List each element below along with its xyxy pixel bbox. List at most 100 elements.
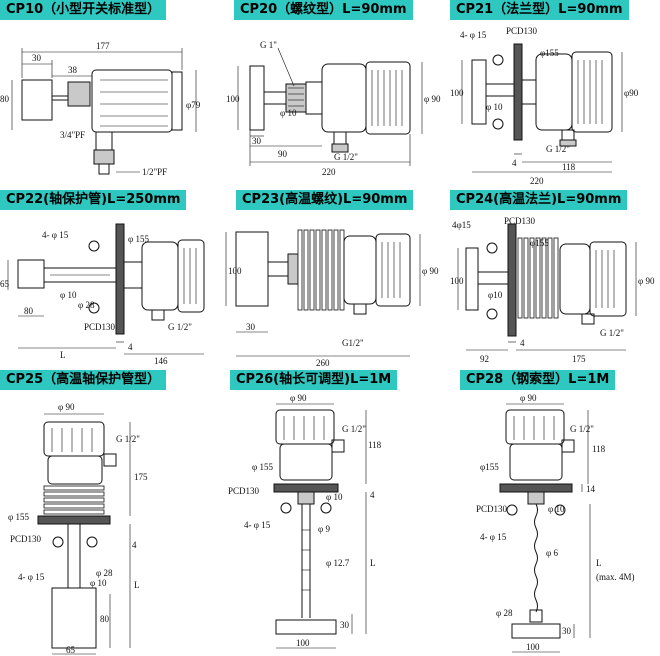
dim-118: 118	[368, 440, 382, 450]
dim-phi10: φ 10	[280, 108, 297, 118]
panel-title: CP20（螺纹型）L=90mm	[234, 0, 413, 20]
dim-phi10: φ 10	[90, 578, 107, 588]
dim-118: 118	[592, 444, 606, 454]
panel-title: CP10（小型开关标准型）	[0, 0, 167, 20]
flange	[37, 515, 111, 525]
dim-max: (max. 4M)	[596, 572, 635, 582]
dim-175: 175	[134, 472, 148, 482]
cp21-drawing: 4- φ 15 PCD130 φ155 100 φ 10 φ90 G 1/2" …	[450, 26, 639, 186]
dim-phi90: φ 90	[424, 94, 441, 104]
dim-phi155: φ155	[540, 48, 559, 58]
cp22-drawing: 4- φ 15 φ 155 65 φ 10 φ 28 80 PCD130 G 1…	[0, 223, 205, 366]
dim-g12: G 1/2"	[546, 144, 570, 154]
dim-phi10: φ 10	[486, 102, 503, 112]
dim-g1: G 1"	[260, 40, 277, 50]
cp24-drawing: 4φ15 PCD130 φ155 100 φ10 φ 90 G 1/2" 92 …	[450, 216, 655, 364]
cp10-drawing: 177 30 38 80 φ79 3/4"PF 1/2"PF	[0, 41, 201, 177]
housing	[321, 63, 367, 133]
panel-cp25: CP25（高温轴保护管型） φ 90 G 1/2" 175 φ 155 PCD1…	[0, 370, 220, 656]
dim-pcd: PCD130	[504, 216, 536, 226]
dim-hole: 4- φ 15	[18, 572, 45, 582]
dim-92: 92	[480, 354, 489, 364]
dim-phi90: φ 90	[520, 393, 537, 403]
dim-34pf: 3/4"PF	[60, 130, 85, 140]
protection-tube	[67, 523, 81, 589]
dim-30: 30	[246, 322, 256, 332]
dim-phi155: φ155	[480, 462, 499, 472]
dim-146: 146	[154, 356, 168, 366]
dim-4: 4	[132, 540, 137, 550]
dim-phi90: φ 90	[422, 266, 439, 276]
flange	[507, 223, 517, 337]
dim-phi12-7: φ 12.7	[326, 558, 350, 568]
dim-100: 100	[526, 642, 540, 652]
panel-cp26: CP26(轴长可调型)L=1M φ 90 G 1/2" 118 φ 155 PC…	[226, 370, 448, 656]
dim-hole: 4- φ 15	[460, 30, 487, 40]
housing	[141, 241, 179, 311]
housing-top	[275, 409, 335, 445]
dim-g12: G 1/2"	[342, 424, 366, 434]
dim-phi90: φ 90	[290, 393, 307, 403]
dim-phi79: φ79	[186, 100, 201, 110]
panel-cp24: CP24(高温法兰)L=90mm 4φ15 PCD130 φ155 100 φ1…	[450, 190, 660, 370]
paddle	[511, 623, 561, 639]
dim-90: 90	[278, 149, 288, 159]
dim-phi90: φ90	[624, 88, 639, 98]
cp25-drawing: φ 90 G 1/2" 175 φ 155 PCD130 4 4- φ 15 φ…	[8, 402, 148, 655]
dim-phi90: φ 90	[638, 276, 655, 286]
panel-cp20: CP20（螺纹型）L=90mm G 1" φ 10 100 φ 90 30 90…	[226, 0, 448, 190]
panel-title: CP21（法兰型）L=90mm	[450, 0, 629, 20]
dim-L: L	[596, 558, 602, 568]
cp26-drawing: φ 90 G 1/2" 118 φ 155 PCD130 4 φ 10 4- φ…	[228, 393, 382, 649]
dim-12pf: 1/2"PF	[142, 167, 167, 177]
dim-100: 100	[296, 638, 310, 648]
paddle	[17, 259, 45, 289]
panel-cp10: CP10（小型开关标准型） 177 30 38 80 φ79 3/	[0, 0, 220, 190]
paddle	[471, 59, 487, 125]
dim-phi155: φ 155	[8, 512, 29, 522]
dim-phi10: φ 10	[548, 504, 565, 514]
dim-L: L	[134, 580, 140, 590]
dim-30: 30	[252, 136, 262, 146]
housing	[47, 455, 103, 485]
dim-260: 260	[316, 358, 330, 368]
paddle	[21, 79, 53, 121]
dim-hole: 4φ15	[452, 220, 471, 230]
dim-hole: 4- φ 15	[244, 520, 271, 530]
dim-hole: 4- φ 15	[480, 532, 507, 542]
dim-phi9: φ 9	[318, 524, 330, 534]
cp20-drawing: G 1" φ 10 100 φ 90 30 90 G 1/2" 220	[226, 40, 441, 177]
panel-title: CP26(轴长可调型)L=1M	[230, 370, 398, 390]
housing	[559, 243, 591, 315]
dim-14: 14	[586, 484, 596, 494]
dim-g12: G 1/2"	[168, 322, 192, 332]
dim-phi28: φ 28	[496, 608, 513, 618]
dim-100: 100	[450, 88, 464, 98]
steel-cable	[534, 503, 538, 613]
paddle	[465, 247, 479, 311]
dim-L: L	[370, 558, 376, 568]
dim-hole: 4- φ 15	[42, 230, 69, 240]
dim-g12: G 1/2"	[570, 424, 594, 434]
dim-pcd: PCD130	[10, 534, 42, 544]
dim-220: 220	[530, 176, 544, 186]
dim-65: 65	[0, 279, 10, 289]
dim-100: 100	[228, 266, 242, 276]
flange	[513, 43, 523, 141]
dim-177: 177	[96, 41, 110, 51]
dim-220: 220	[322, 167, 336, 177]
dim-phi28: φ 28	[78, 300, 95, 310]
dim-phi155: φ 155	[128, 234, 149, 244]
panel-title: CP25（高温轴保护管型）	[0, 370, 167, 390]
dim-4: 4	[128, 342, 133, 352]
housing	[535, 53, 573, 131]
dim-phi6: φ 6	[546, 548, 558, 558]
dim-30: 30	[32, 53, 42, 63]
dim-g12: G 1/2"	[600, 328, 624, 338]
housing	[91, 69, 173, 133]
dim-pcd: PCD130	[84, 322, 116, 332]
flange	[499, 483, 573, 493]
housing-top	[505, 409, 565, 445]
dim-phi10: φ10	[488, 290, 503, 300]
housing	[343, 235, 377, 305]
